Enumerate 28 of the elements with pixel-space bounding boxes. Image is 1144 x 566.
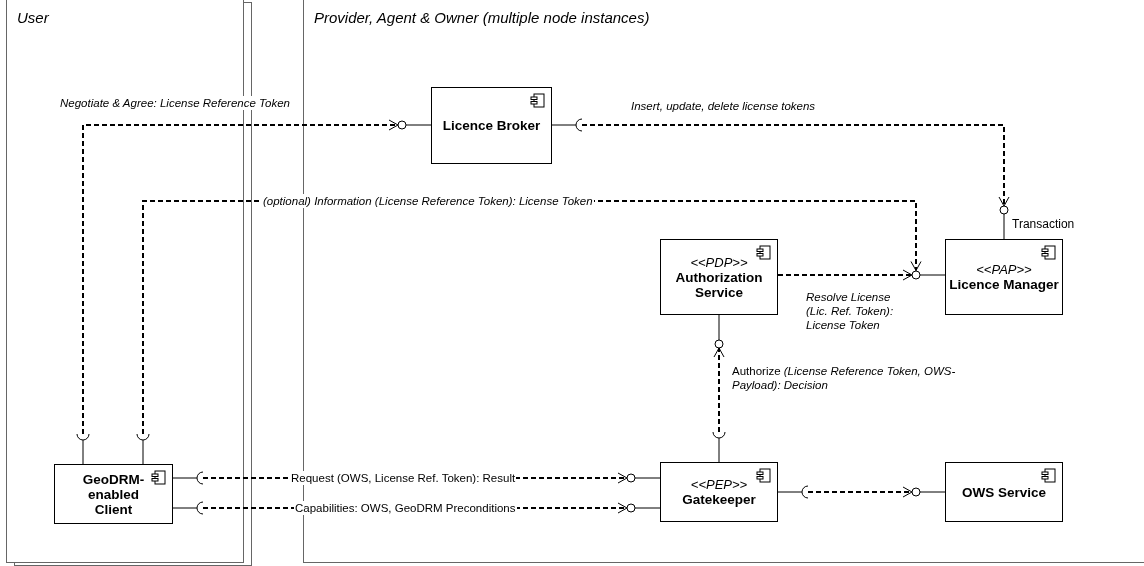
edge-label: Negotiate & Agree: License Reference Token bbox=[59, 96, 291, 110]
component-name: Authorization Service bbox=[674, 269, 764, 300]
stereotype: <<PAP>> bbox=[976, 262, 1032, 277]
component-box bbox=[431, 87, 552, 164]
interface-name: Transaction bbox=[1012, 217, 1075, 231]
edge-label: Request (OWS, License Ref. Token): Result bbox=[290, 471, 517, 485]
component-name: Gatekeeper bbox=[682, 492, 756, 507]
stereotype: <<PDP>> bbox=[690, 254, 748, 270]
component-name: GeoDRM-enabled Client bbox=[81, 471, 146, 517]
swimlane-heading: User bbox=[17, 9, 49, 26]
component-box bbox=[660, 239, 778, 315]
component-box bbox=[945, 239, 1063, 315]
component-box bbox=[945, 462, 1063, 522]
dependency-arrow bbox=[777, 269, 913, 281]
component-name: Licence Manager bbox=[949, 277, 1059, 292]
dependency-arrow bbox=[581, 124, 1010, 207]
edge-label: Capabilities: OWS, GeoDRM Preconditions bbox=[294, 501, 517, 515]
dependency-arrow bbox=[82, 119, 399, 435]
edge-label: Insert, update, delete license tokens bbox=[630, 99, 817, 113]
swimlane-heading: Provider, Agent & Owner (multiple node instances) bbox=[314, 9, 650, 26]
component-box bbox=[660, 462, 778, 522]
dependency-arrow bbox=[713, 347, 725, 433]
component-box bbox=[54, 464, 173, 524]
edge-label: (optional) Information (License Reference Token): License Token bbox=[262, 194, 594, 208]
component-name: Licence Broker bbox=[442, 118, 541, 133]
stereotype: <<PEP>> bbox=[690, 477, 748, 492]
component-name: OWS Service bbox=[961, 484, 1046, 500]
dependency-arrow bbox=[807, 486, 913, 498]
